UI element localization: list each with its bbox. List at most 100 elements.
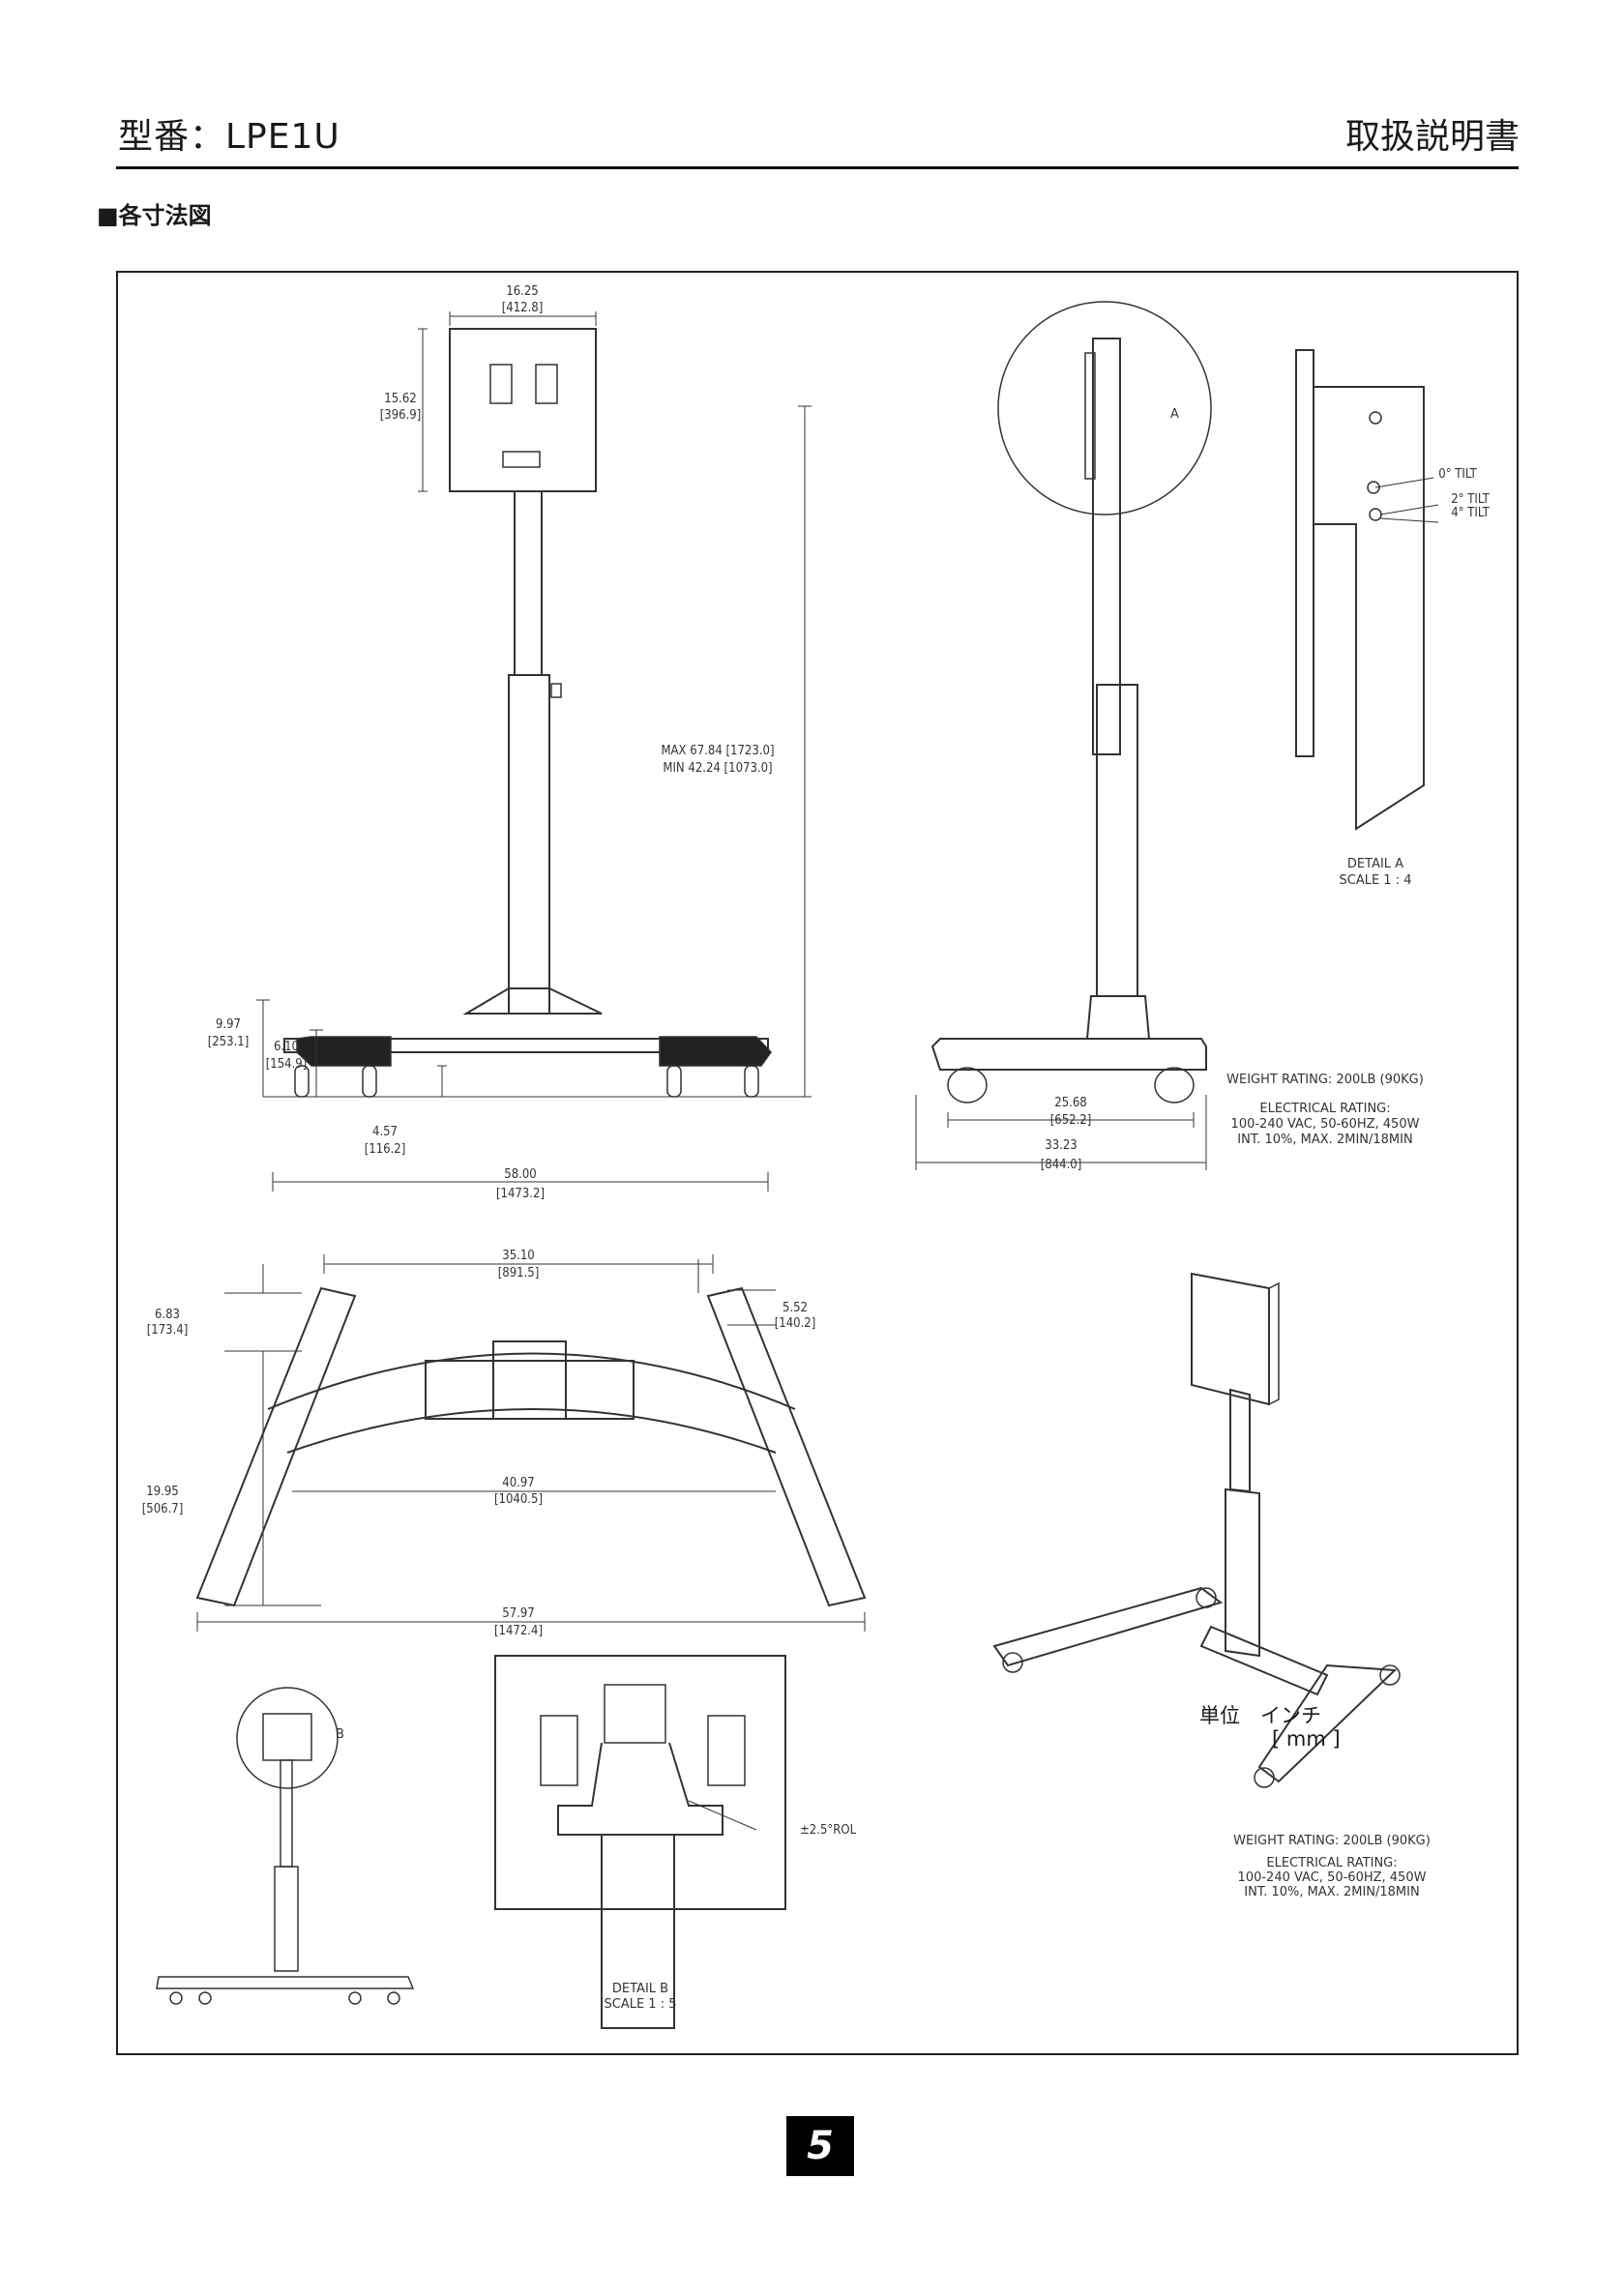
detail-a-bolt [1367, 481, 1380, 494]
dim-base-width-in: 58.00 [504, 1167, 536, 1182]
side-lower-column [1096, 684, 1138, 997]
electrical-rating-line2-1: INT. 10%, MAX. 2MIN/18MIN [1237, 1133, 1412, 1147]
detail-b-bracket [557, 1742, 723, 1836]
dim-top-depth-in: 19.95 [146, 1485, 178, 1499]
dim-top-depth-mm: [506.7] [142, 1502, 184, 1516]
top-column-footprint [492, 1340, 567, 1420]
iso-right-leg [1257, 1663, 1398, 1783]
small-upper-column [280, 1759, 293, 1868]
detail-a-rail [1295, 349, 1314, 757]
section-title: ■各寸法図 [97, 202, 212, 229]
dim-top-total-mm: [1472.4] [494, 1624, 543, 1638]
weight-rating-2: WEIGHT RATING: 200LB (90KG) [1233, 1834, 1431, 1848]
dim-top-span-mm: [891.5] [498, 1266, 540, 1280]
dim-max-height: MAX 67.84 [1723.0] [661, 744, 774, 758]
detail-a-bolt [1369, 411, 1382, 425]
small-lower-column [274, 1866, 299, 1972]
detail-a-tilt-0: 0° TILT [1438, 467, 1477, 482]
top-front-arc [267, 1352, 796, 1410]
detail-b-view [494, 1655, 786, 2029]
iso-lower-column [1225, 1487, 1260, 1658]
dim-top-inner-in: 40.97 [502, 1476, 534, 1490]
dim-top-right-in: 5.52 [782, 1301, 808, 1315]
dim-side-outer-in: 33.23 [1045, 1138, 1077, 1153]
units-label: 単位 インチ [1199, 1704, 1321, 1727]
electrical-rating-title-2: ELECTRICAL RATING: [1266, 1856, 1397, 1870]
small-side-view [156, 1687, 415, 2005]
detail-b-scale: SCALE 1 : 5 [605, 1997, 677, 2012]
isometric-view [992, 1272, 1401, 1788]
detail-b-slot [540, 1715, 578, 1786]
dimension-drawing-frame: 16.25 [412.8] 15.62 [396.9] MAX 67.84 [1… [116, 271, 1519, 2055]
units-mm: [ mm ] [1272, 1727, 1341, 1751]
dim-side-inner-in: 25.68 [1054, 1096, 1086, 1110]
iso-caster [1002, 1652, 1023, 1673]
dim-top-left-mm: [173.4] [147, 1323, 189, 1338]
front-caster [744, 1065, 759, 1098]
side-upper-column [1092, 338, 1121, 755]
dim-top-right-mm: [140.2] [775, 1316, 816, 1331]
detail-b-roll: ±2.5°ROL [800, 1823, 857, 1838]
side-base [930, 1038, 1207, 1071]
side-caster [947, 1067, 988, 1104]
small-caster [169, 1991, 183, 2005]
small-caster [348, 1991, 362, 2005]
iso-left-leg [992, 1586, 1224, 1667]
detail-a-callout-circle [997, 301, 1212, 515]
detail-b-label: DETAIL B [612, 1982, 668, 1996]
top-view [195, 1259, 867, 1607]
front-base-bar [283, 1038, 769, 1053]
detail-a-scale: SCALE 1 : 4 [1340, 873, 1412, 888]
dim-base-h1-in: 9.97 [216, 1017, 241, 1032]
dim-top-left-in: 6.83 [155, 1308, 180, 1322]
detail-a-tilt-2: 2° TILT [1451, 492, 1490, 507]
dim-front-width-in: 16.25 [506, 284, 538, 299]
header-rule [116, 166, 1519, 169]
front-caster [666, 1065, 682, 1098]
electrical-rating-line1-2: 100-240 VAC, 50-60HZ, 450W [1238, 1870, 1427, 1885]
document-title: 取扱説明書 [1344, 117, 1520, 157]
iso-caster [1254, 1767, 1275, 1788]
iso-mount-plate [1191, 1272, 1270, 1406]
small-caster [387, 1991, 400, 2005]
dim-min-height: MIN 42.24 [1073.0] [663, 761, 772, 776]
dimension-drawing: 16.25 [412.8] 15.62 [396.9] MAX 67.84 [1… [142, 284, 1491, 2029]
dim-base-width-mm: [1473.2] [496, 1187, 545, 1201]
iso-center-bar [1199, 1625, 1329, 1696]
detail-a-plate [1314, 386, 1425, 831]
small-caster [198, 1991, 212, 2005]
side-column-foot [1085, 995, 1151, 1040]
detail-b-plate [494, 1655, 786, 1910]
top-left-leg [195, 1286, 357, 1607]
side-caster [1154, 1067, 1195, 1104]
detail-b-callout-circle [236, 1687, 339, 1789]
detail-b-slot [707, 1715, 746, 1786]
electrical-rating-line2-2: INT. 10%, MAX. 2MIN/18MIN [1244, 1885, 1419, 1899]
front-base-right-leg [659, 1036, 772, 1067]
detail-a-label: DETAIL A [1347, 857, 1403, 871]
iso-upper-column [1229, 1388, 1251, 1493]
iso-caster [1379, 1664, 1401, 1686]
top-right-leg [706, 1286, 867, 1607]
detail-b-column-head [604, 1684, 666, 1744]
front-plate-slot [535, 364, 558, 404]
detail-a-tilt-4: 4° TILT [1451, 506, 1490, 520]
dim-front-width-mm: [412.8] [502, 301, 544, 315]
detail-a-view [1295, 349, 1439, 831]
weight-rating-1: WEIGHT RATING: 200LB (90KG) [1226, 1073, 1424, 1087]
electrical-rating-line1-1: 100-240 VAC, 50-60HZ, 450W [1231, 1117, 1420, 1132]
dim-side-outer-mm: [844.0] [1041, 1158, 1082, 1172]
dim-top-inner-mm: [1040.5] [494, 1492, 543, 1507]
iso-caster [1196, 1587, 1217, 1608]
dim-side-inner-mm: [652.2] [1050, 1113, 1092, 1128]
dim-base-h1-mm: [253.1] [208, 1035, 250, 1049]
page-number: 5 [786, 2116, 854, 2176]
front-view [256, 311, 812, 1192]
top-rear-arc [286, 1408, 777, 1454]
side-view [915, 301, 1212, 1170]
dim-ground-mm: [116.2] [365, 1142, 406, 1157]
front-upper-column [514, 490, 543, 676]
detail-a-mark: A [1170, 407, 1179, 422]
dim-ground-in: 4.57 [372, 1125, 398, 1139]
dim-base-h2-mm: [154.9] [266, 1057, 308, 1072]
